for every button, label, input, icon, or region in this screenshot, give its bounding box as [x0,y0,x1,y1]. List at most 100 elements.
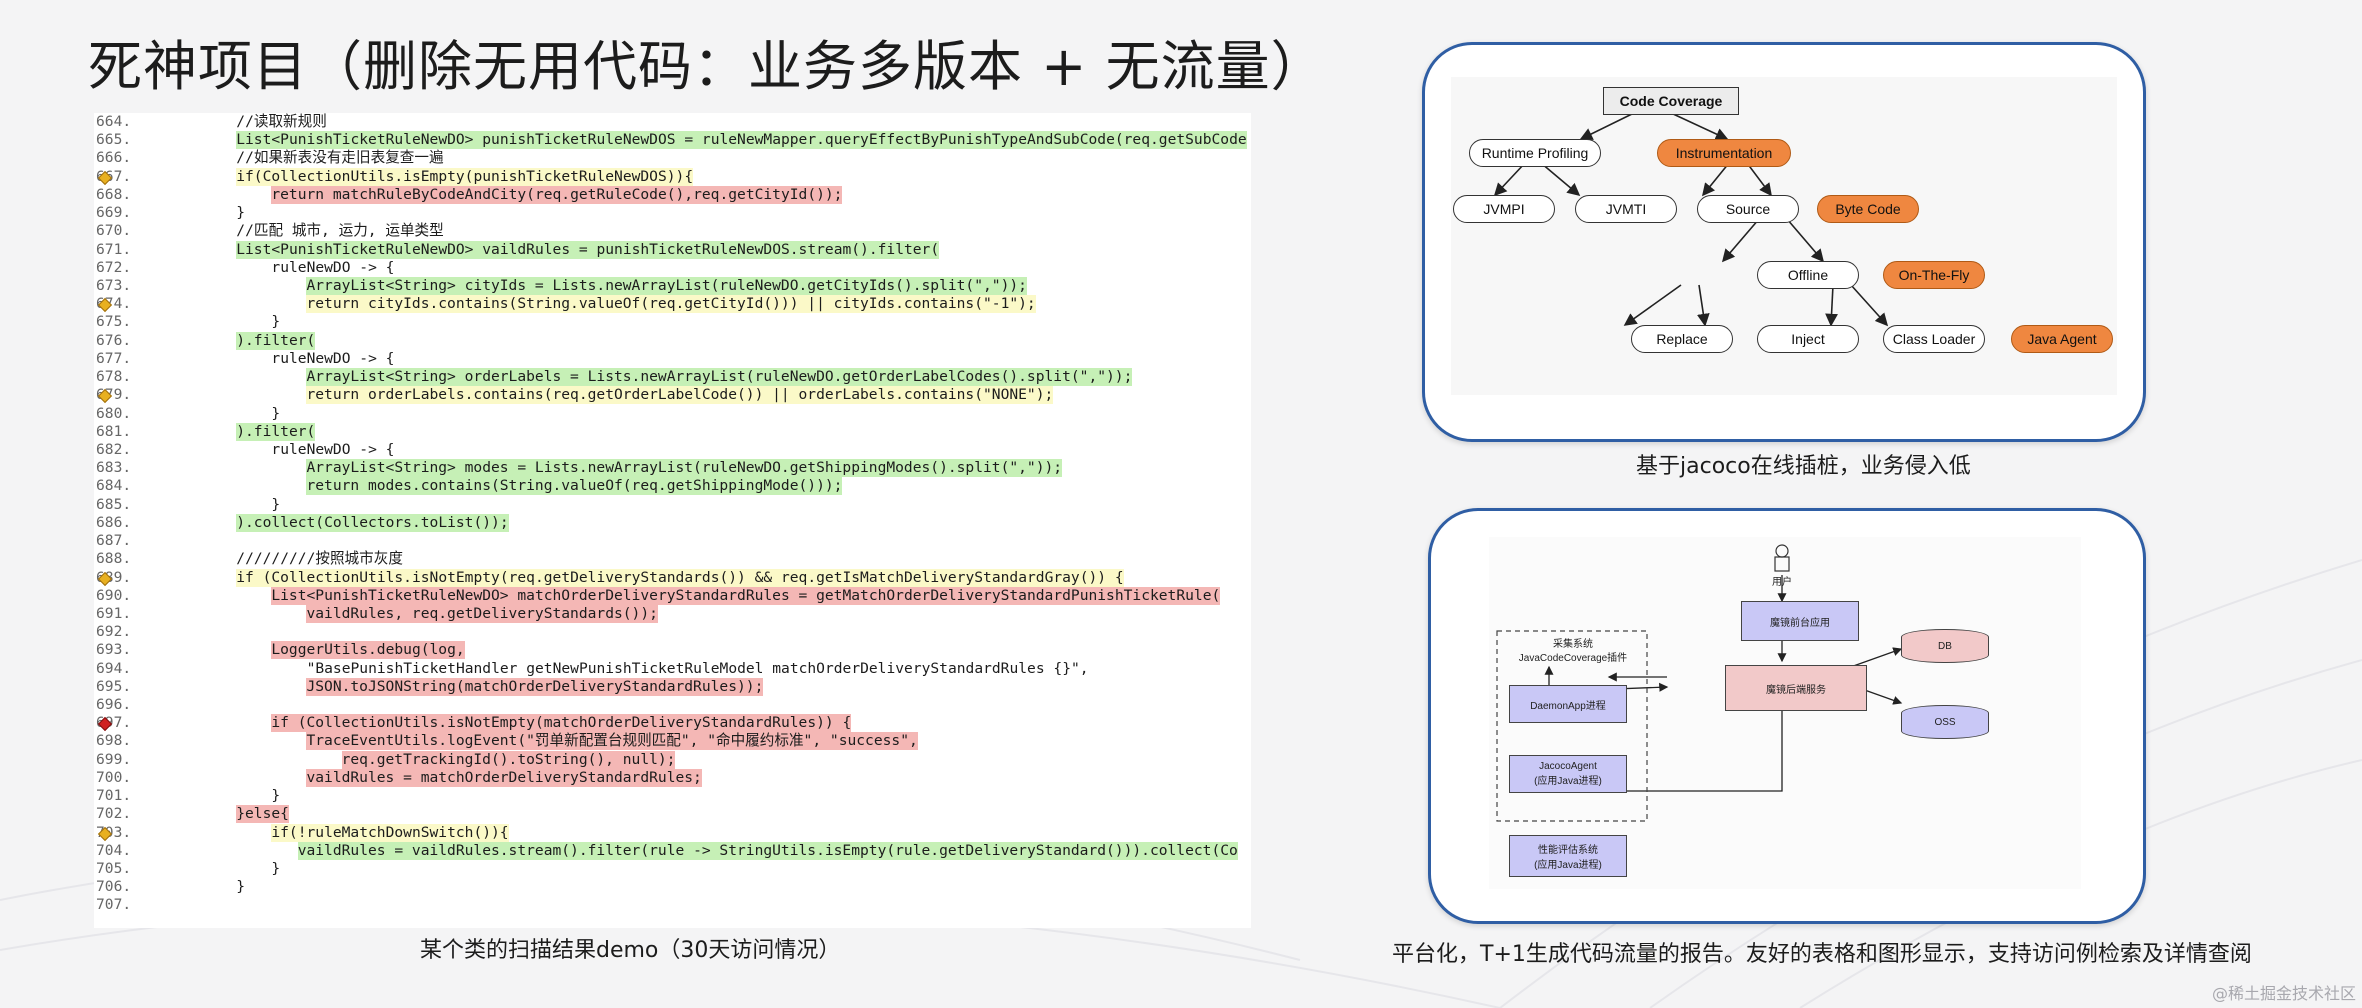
line-number: 694. [96,659,132,677]
tree-diagram: Code Coverage Runtime Profiling Instrume… [1451,77,2117,395]
code-line: 702.}else{ [94,805,1251,824]
code-line: 700.vaildRules = matchOrderDeliveryStand… [94,768,1251,787]
code-text: vaildRules = vaildRules.stream().filter(… [297,841,1238,860]
code-text: if(!ruleMatchDownSwitch()){ [271,823,509,842]
code-line: 694. "BasePunishTicketHandler getNewPuni… [94,660,1251,678]
line-number: 692. [96,623,132,641]
tree-node-java-agent: Java Agent [2011,325,2113,353]
code-line: 691.vaildRules, req.getDeliveryStandards… [94,604,1251,623]
oss-cylinder: OSS [1901,705,1989,739]
code-line: 690.List<PunishTicketRuleNewDO> matchOrd… [94,586,1251,605]
line-number: 685. [96,495,132,513]
line-number: 669. [96,204,132,222]
caption-code-demo: 某个类的扫描结果demo（30天访问情况） [420,938,841,963]
code-line: 698. TraceEventUtils.logEvent("罚单新配置台规则匹配… [94,732,1251,751]
code-line: 704.vaildRules = vaildRules.stream().fil… [94,841,1251,860]
jacoco-tree-card: Code Coverage Runtime Profiling Instrume… [1422,42,2146,442]
code-line: 675. } [94,313,1251,331]
line-number: 684. [96,477,132,495]
caption-platform: 平台化，T+1生成代码流量的报告。友好的表格和图形显示，支持访问例检索及详情查阅 [1392,942,2252,967]
code-text: } [166,878,246,896]
code-line: 705. } [94,860,1251,878]
code-line: 683.ArrayList<String> modes = Lists.newA… [94,459,1251,478]
line-number: 695. [96,677,132,695]
code-line: 706. } [94,878,1251,896]
tree-connectors [1493,112,1889,327]
code-text: //匹配 城市, 运力, 运单类型 [166,222,444,240]
code-line: 693. LoggerUtils.debug(log, [94,641,1251,660]
code-line: 670. //匹配 城市, 运力, 运单类型 [94,222,1251,240]
line-number: 664. [96,113,132,130]
code-line: 672. ruleNewDO -> { [94,259,1251,277]
line-number: 686. [96,513,132,531]
code-text: LoggerUtils.debug(log, [271,641,465,660]
code-line: 665.List<PunishTicketRuleNewDO> punishTi… [94,131,1251,150]
code-text: TraceEventUtils.logEvent("罚单新配置台规则匹配", "… [306,732,918,751]
code-line: 681.).filter( [94,422,1251,441]
line-number: 677. [96,349,132,367]
code-text: ).filter( [236,331,316,350]
line-number: 696. [96,696,132,714]
code-text: } [166,495,281,513]
code-line: 678.ArrayList<String> orderLabels = List… [94,368,1251,387]
line-number: 687. [96,532,132,550]
line-number: 666. [96,149,132,167]
code-line: 676.).filter( [94,331,1251,350]
code-text: "BasePunishTicketHandler getNewPunishTic… [166,659,1089,677]
line-number: 699. [96,750,132,768]
code-line: 664. //读取新规则 [94,113,1251,131]
line-number: 707. [96,896,132,914]
code-text: return modes.contains(String.valueOf(req… [306,477,843,496]
code-text: } [166,204,246,222]
code-text: vaildRules, req.getDeliveryStandards()); [306,604,658,623]
code-text: if(CollectionUtils.isEmpty(punishTicketR… [236,167,694,186]
code-text: ruleNewDO -> { [166,349,395,367]
line-number: 693. [96,641,132,659]
code-text: //读取新规则 [166,113,327,130]
code-text: }else{ [236,805,289,824]
code-text: } [166,787,281,805]
line-number: 700. [96,768,132,786]
code-text: JSON.toJSONString(matchOrderDeliveryStan… [306,677,764,696]
code-line: 687. [94,532,1251,550]
tree-node-code-coverage: Code Coverage [1603,87,1739,115]
user-label: 用户 [1772,576,1792,588]
code-line: 701. } [94,787,1251,805]
code-text: } [166,313,281,331]
line-number: 668. [96,185,132,203]
code-text: List<PunishTicketRuleNewDO> vaildRules =… [236,240,940,259]
collect-system-plugin: JavaCodeCoverage插件 [1518,652,1628,664]
line-number: 682. [96,440,132,458]
line-number: 705. [96,860,132,878]
code-line: 671.List<PunishTicketRuleNewDO> vaildRul… [94,240,1251,259]
code-line: 684. return modes.contains(String.valueOf… [94,477,1251,496]
code-text: //如果新表没有走旧表复查一遍 [166,149,444,167]
code-text: /////////按照城市灰度 [166,550,403,568]
code-line: 685. } [94,496,1251,514]
db-cylinder: DB [1901,629,1989,663]
code-text: ruleNewDO -> { [166,440,395,458]
code-text: } [166,404,281,422]
code-line: 668.return matchRuleByCodeAndCity(req.ge… [94,185,1251,204]
tree-node-source: Source [1697,195,1799,223]
code-line: 689.if (CollectionUtils.isNotEmpty(req.g… [94,568,1251,587]
line-number: 672. [96,258,132,276]
tree-node-instrumentation: Instrumentation [1657,139,1791,167]
daemon-app-box: DaemonApp进程 [1509,685,1627,723]
code-text: ArrayList<String> cityIds = Lists.newArr… [306,276,1027,295]
tree-node-class-loader: Class Loader [1883,325,1985,353]
line-number: 701. [96,787,132,805]
code-text: List<PunishTicketRuleNewDO> matchOrderDe… [271,586,1221,605]
line-number: 706. [96,878,132,896]
caption-jacoco: 基于jacoco在线插桩，业务侵入低 [1636,454,1971,479]
tree-node-inject: Inject [1757,325,1859,353]
code-text: } [166,860,281,878]
line-number: 683. [96,459,132,477]
page-title: 死神项目（删除无用代码：业务多版本 + 无流量） [88,35,1326,98]
tree-node-jvmti: JVMTI [1575,195,1677,223]
line-number: 675. [96,313,132,331]
tree-node-replace: Replace [1631,325,1733,353]
line-number: 698. [96,732,132,750]
code-line: 682. ruleNewDO -> { [94,441,1251,459]
